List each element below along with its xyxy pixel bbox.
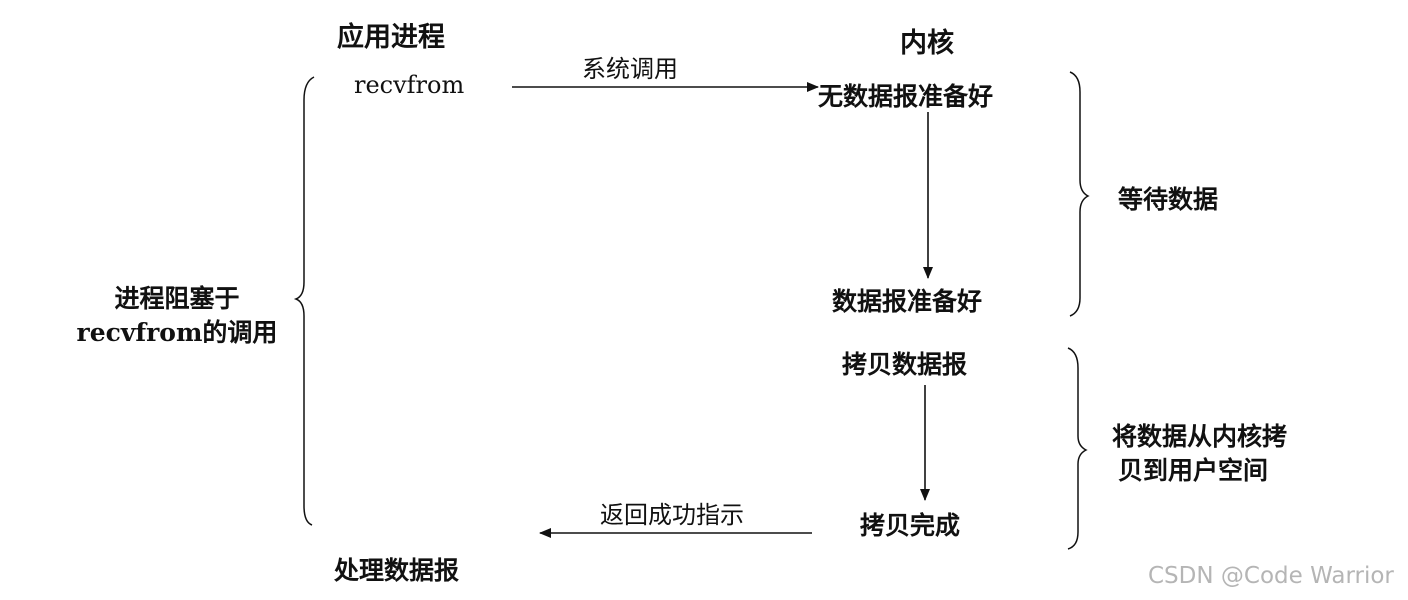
recvfrom-call: recvfrom <box>354 71 465 99</box>
blocked-brace <box>293 76 315 526</box>
data-ready: 数据报准备好 <box>832 287 983 316</box>
app-process-header: 应用进程 <box>337 22 445 53</box>
copy-phase-line1: 将数据从内核拷 <box>1112 422 1288 451</box>
watermark: CSDN @Code Warrior <box>1148 563 1394 589</box>
copy-phase-line2: 贝到用户空间 <box>1118 456 1269 485</box>
kernel-header: 内核 <box>900 28 954 59</box>
wait-data-label: 等待数据 <box>1118 185 1219 214</box>
syscall-label: 系统调用 <box>582 55 678 83</box>
wait-brace <box>1069 71 1090 317</box>
process-datagram: 处理数据报 <box>334 556 460 585</box>
return-success-label: 返回成功指示 <box>600 501 744 529</box>
blocked-label-line2: recvfrom的调用 <box>76 318 278 347</box>
blocked-label-line1: 进程阻塞于 <box>114 284 240 313</box>
copy-done: 拷贝完成 <box>860 511 961 540</box>
blocked-label: 进程阻塞于 recvfrom的调用 <box>62 282 292 350</box>
copy-datagram: 拷贝数据报 <box>842 350 968 379</box>
no-data-ready: 无数据报准备好 <box>818 82 994 111</box>
copy-phase-label: 将数据从内核拷 贝到用户空间 <box>1112 420 1352 488</box>
copy-brace <box>1067 347 1088 550</box>
